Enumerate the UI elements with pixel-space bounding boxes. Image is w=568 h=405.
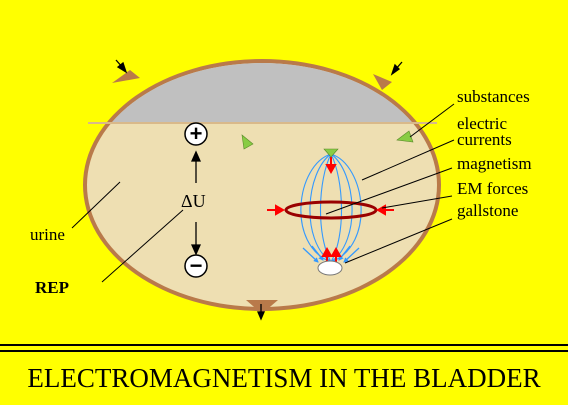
label-urine: urine (30, 225, 65, 244)
label-em-forces: EM forces (457, 179, 529, 198)
page-title: ELECTROMAGNETISM IN THE BLADDER (27, 363, 541, 393)
plus-sign: + (189, 121, 203, 146)
em-force-arrows-bottom (321, 246, 342, 265)
charged-particle (323, 148, 339, 158)
title-divider-bottom (0, 350, 568, 352)
title-divider-top (0, 344, 568, 346)
gallstone-icon (317, 260, 343, 276)
right-ureter (373, 74, 392, 90)
em-force-arrow-left (267, 204, 286, 216)
label-rep: REP (35, 278, 69, 297)
outflow-arrow (257, 304, 265, 321)
left-ureter (112, 70, 140, 83)
field-convergence-arrows (302, 245, 360, 263)
em-force-arrow-top (325, 157, 337, 175)
minus-sign: − (189, 253, 203, 278)
bladder-diagram (71, 59, 455, 321)
substance-particle (241, 134, 254, 150)
label-magnetism: magnetism (457, 154, 532, 173)
inflow-arrow-left (115, 59, 128, 74)
potential-arrows (190, 150, 202, 256)
inflow-arrow-right (390, 61, 403, 76)
leader-lines (71, 103, 455, 283)
label-delta-u: ΔU (181, 191, 206, 211)
urethra-outlet (246, 300, 278, 312)
label-currents: currents (457, 130, 512, 149)
label-substances: substances (457, 87, 530, 106)
label-gallstone: gallstone (457, 201, 519, 220)
label-electric: electric (457, 114, 508, 133)
positive-pole-icon (184, 122, 208, 146)
